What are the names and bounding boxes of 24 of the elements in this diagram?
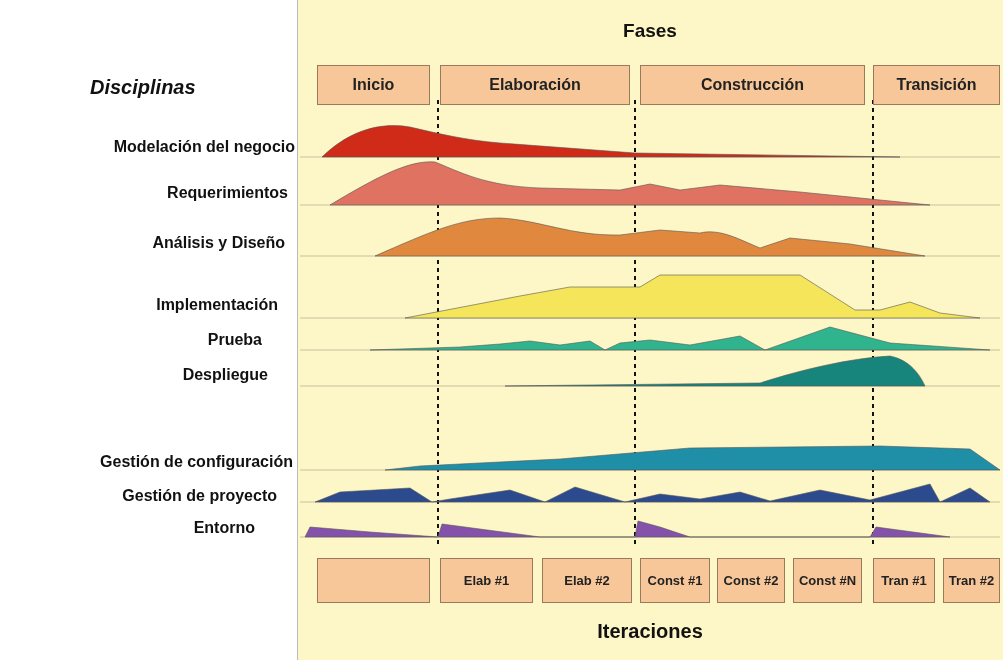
axis-caption: Iteraciones <box>596 620 704 643</box>
discipline-label: Despliegue <box>182 366 268 384</box>
discipline-label: Gestión de proyecto <box>122 487 277 505</box>
column-heading: Disciplinas <box>90 76 196 99</box>
iteration-box: Const #N <box>793 558 862 603</box>
iteration-box: Const #2 <box>717 558 785 603</box>
discipline-label: Prueba <box>207 331 262 349</box>
discipline-label: Requerimientos <box>167 184 288 202</box>
discipline-label: Análisis y Diseño <box>152 234 285 252</box>
iteration-box: Elab #2 <box>542 558 632 603</box>
iteration-box: Tran #1 <box>873 558 935 603</box>
phase-box: Construcción <box>640 65 865 105</box>
phase-box: Elaboración <box>440 65 630 105</box>
phase-box: Inicio <box>317 65 430 105</box>
chart-title: Fases <box>622 20 678 42</box>
discipline-label: Implementación <box>156 296 278 314</box>
discipline-label: Entorno <box>193 519 255 537</box>
discipline-label: Gestión de configuración <box>100 453 293 471</box>
phase-box: Transición <box>873 65 1000 105</box>
iteration-box: Const #1 <box>640 558 710 603</box>
iteration-box: Tran #2 <box>943 558 1000 603</box>
discipline-label: Modelación del negocio <box>113 138 295 156</box>
iteration-box <box>317 558 430 603</box>
iteration-box: Elab #1 <box>440 558 533 603</box>
